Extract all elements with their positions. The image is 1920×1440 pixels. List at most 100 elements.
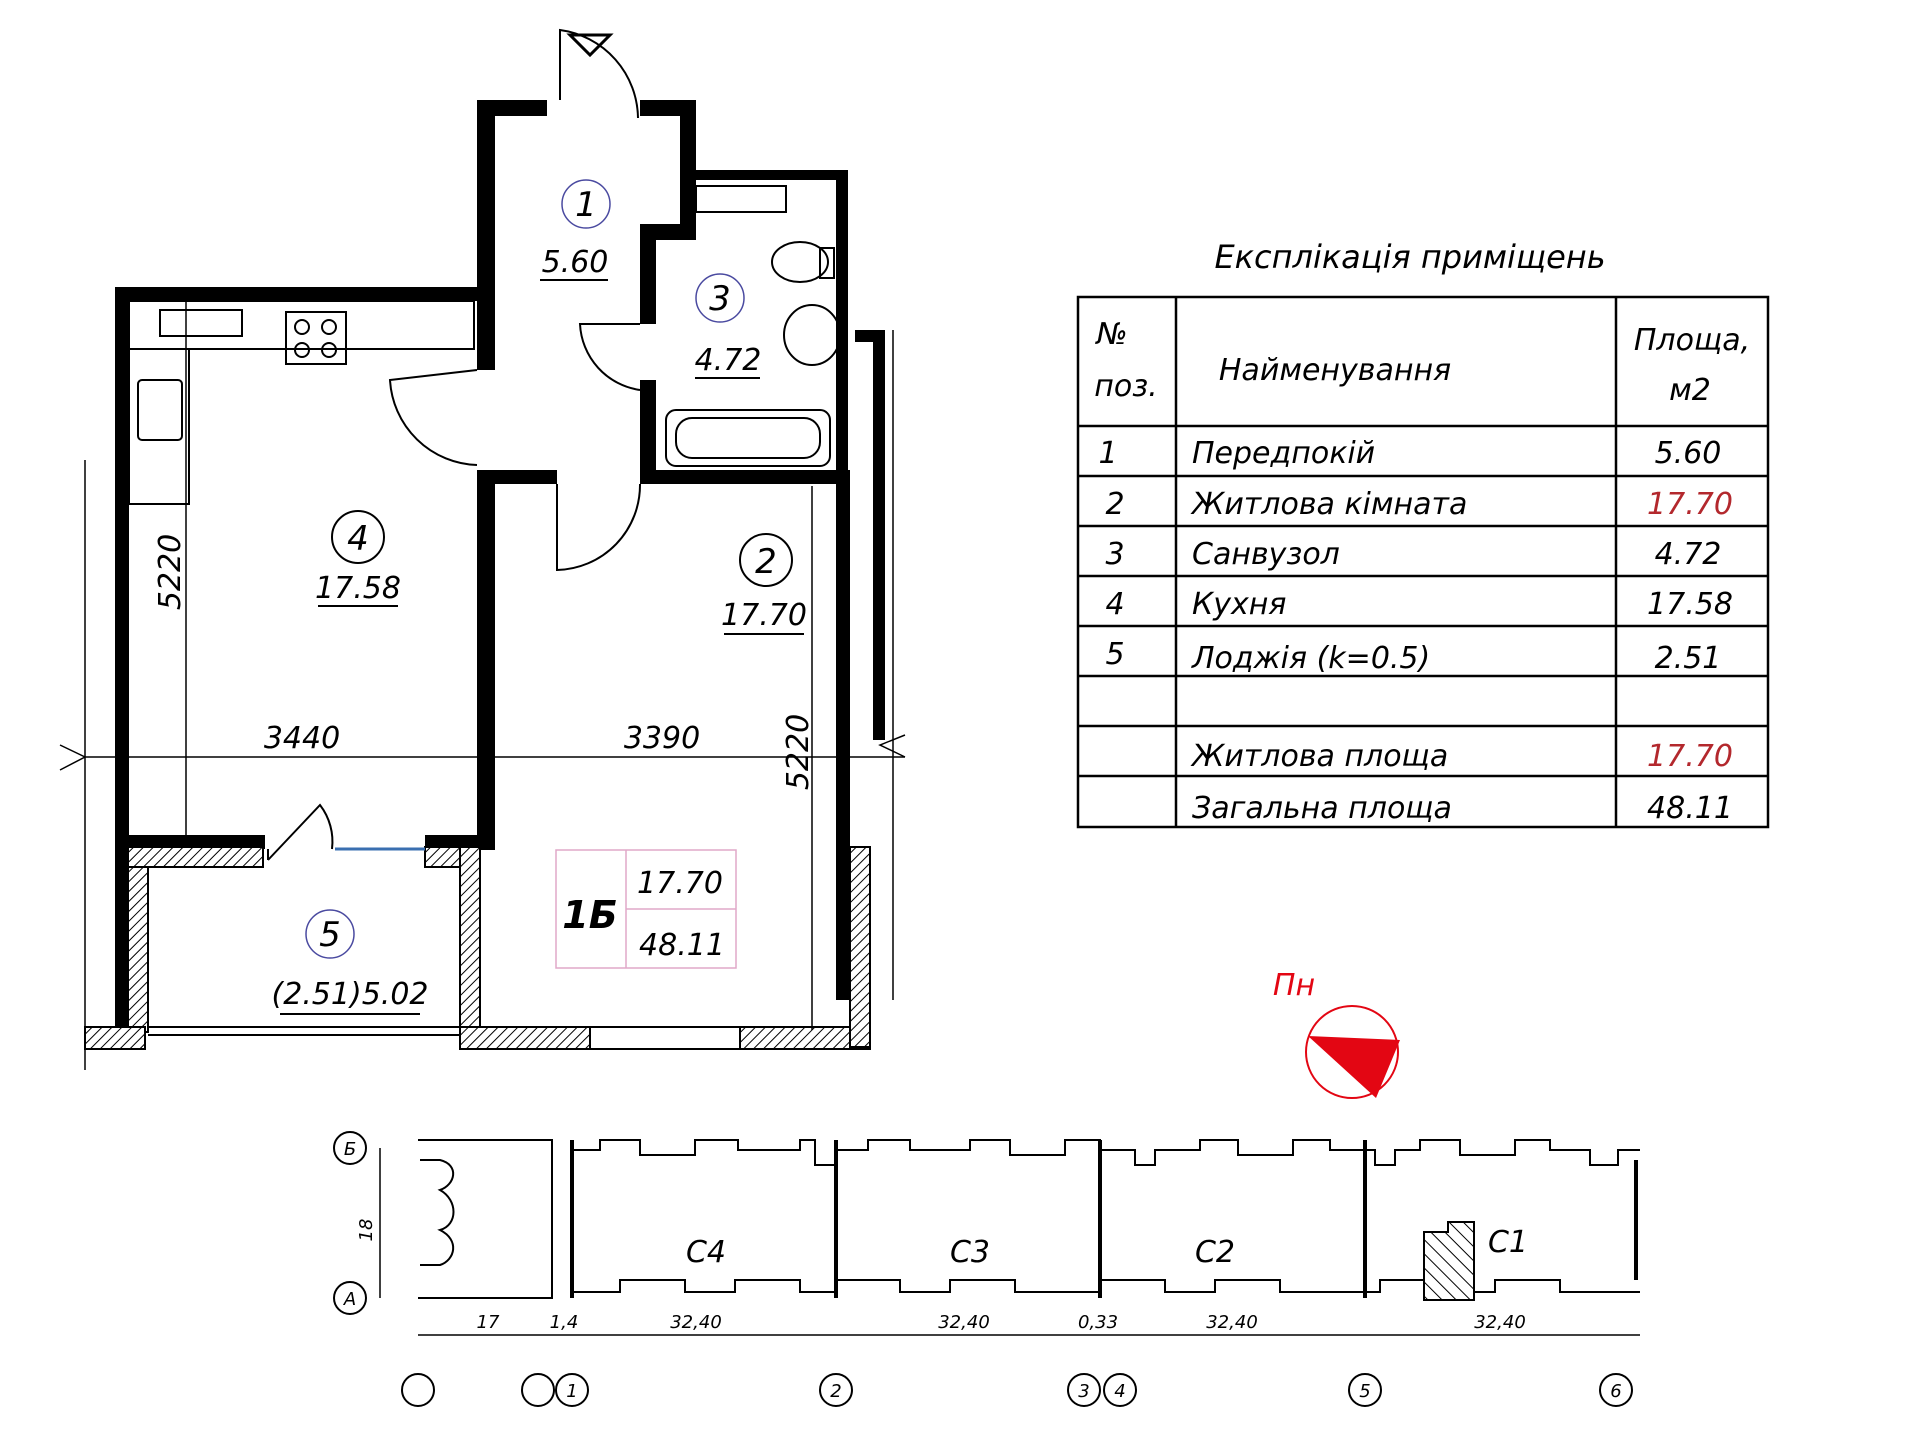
axis-2-label: 2 (830, 1381, 841, 1402)
site-plan: 18 Б А С4 С3 С2 С1 17 1,4 32,40 32,40 0,… (333, 1131, 1640, 1407)
section-c2-label: С2 (1195, 1235, 1235, 1270)
row-2-name: Житлова кімната (1190, 487, 1467, 522)
explication-table: Експлікація приміщень № поз. Найменуванн… (1076, 238, 1770, 829)
compass-circle (1305, 1005, 1399, 1099)
axis-1-marker (555, 1373, 589, 1407)
row-5-num: 5 (1105, 637, 1124, 672)
room-labels: 1 5.60 3 4.72 4 17.58 2 17.70 5 (2.51)5.… (271, 179, 807, 1015)
loggia-wall-bottom-left (84, 1026, 146, 1050)
site-dim-3: 32,40 (938, 1312, 990, 1333)
living-area-value: 17.70 (1647, 739, 1733, 774)
wall-right-outer (873, 330, 885, 740)
compass-label: Пн (1273, 968, 1315, 1003)
toilet-tank (819, 247, 835, 279)
dim-right-height: 5220 (781, 714, 816, 790)
room-4-number: 4 (347, 519, 369, 559)
site-section-highlight (1423, 1221, 1475, 1301)
axis-b-label: Б (344, 1139, 356, 1160)
row-3-name: Санвузол (1192, 537, 1340, 572)
wall-bottom-room2-left (459, 1026, 591, 1050)
unit-type: 1Б (562, 893, 617, 937)
unit-total-area: 48.11 (639, 928, 725, 963)
site-dim-1: 1,4 (550, 1312, 579, 1333)
wall-bottom-kitchen-left (115, 835, 265, 849)
row-2-num: 2 (1105, 487, 1124, 522)
room-3-marker (695, 273, 745, 323)
wall-bath-top (696, 170, 846, 180)
break-mark (878, 734, 906, 758)
row-1-area: 5.60 (1655, 436, 1722, 471)
total-area-label: Загальна площа (1192, 791, 1452, 826)
axis-b-marker (333, 1131, 367, 1165)
axis-2-marker (819, 1373, 853, 1407)
wall-corridor-right (680, 100, 696, 240)
wall-left (115, 287, 129, 1047)
row-4-num: 4 (1105, 587, 1124, 622)
dim-width-right: 3390 (624, 721, 700, 756)
wall-bath-left-bottom (640, 380, 656, 480)
row-1-num: 1 (1098, 436, 1117, 471)
section-c4-label: С4 (686, 1235, 726, 1270)
row-3-num: 3 (1105, 537, 1124, 572)
axis-marker-blank (521, 1373, 555, 1407)
section-c1-label: С1 (1488, 1225, 1528, 1260)
section-c3-label: С3 (950, 1235, 990, 1270)
bathtub-inner (675, 417, 821, 459)
site-dim-0: 17 (477, 1312, 500, 1333)
loggia-wall-top-left (127, 846, 264, 868)
room-1-number: 1 (575, 185, 597, 225)
stove-icon (285, 311, 347, 365)
wall-bath-left-top (640, 224, 656, 324)
dim-width-left: 3440 (264, 721, 340, 756)
wall-bath-bottom (640, 470, 848, 484)
room-4-marker (331, 510, 385, 564)
axis-a-marker (333, 1281, 367, 1315)
row-4-name: Кухня (1192, 587, 1286, 622)
room-5-area: (2.51)5.02 (271, 977, 428, 1012)
room-1-marker (561, 179, 611, 229)
kitchen-counter-top (128, 300, 475, 350)
loggia-wall-right (459, 846, 481, 1048)
site-dim-5: 32,40 (1206, 1312, 1258, 1333)
site-side-dim: 18 (356, 1219, 377, 1242)
site-dim-4: 0,33 (1078, 1312, 1118, 1333)
bathtub-icon (665, 409, 831, 467)
wall-corridor-left (477, 100, 495, 370)
kitchen-sink-icon (137, 379, 183, 441)
kitchen-door-swing (388, 369, 478, 466)
explication-title: Експлікація приміщень (1214, 238, 1605, 276)
room-5-number: 5 (319, 915, 341, 955)
axis-3-marker (1067, 1373, 1101, 1407)
washbasin-icon (783, 304, 841, 366)
room-4-area: 17.58 (315, 571, 401, 606)
room-1-area: 5.60 (542, 245, 609, 280)
axis-4-label: 4 (1114, 1381, 1125, 1402)
kitchen-heater (159, 309, 243, 337)
bath-heater (695, 185, 787, 213)
row-1-name: Передпокій (1192, 436, 1375, 471)
bath-door-swing (578, 323, 641, 391)
site-sections-top-outline (572, 1139, 1640, 1166)
wall-bottom-kitchen-right (425, 835, 495, 849)
loggia-wall-left (127, 846, 149, 1033)
head-area-2: м2 (1669, 373, 1711, 408)
axis-1-label: 1 (566, 1381, 577, 1402)
site-dim-6: 32,40 (1474, 1312, 1526, 1333)
break-mark (59, 744, 87, 771)
apartment-plan (59, 28, 906, 1070)
head-name: Найменування (1219, 353, 1451, 388)
wall-bath-right (836, 170, 848, 480)
site-building-left (418, 1139, 553, 1299)
row-5-area: 2.51 (1655, 641, 1722, 676)
room-2-marker (739, 533, 793, 587)
site-building-left-shape (420, 1159, 455, 1266)
room2-wall-right-hatched (849, 846, 871, 1048)
north-compass: Пн (1273, 968, 1400, 1099)
burner-icon (321, 342, 337, 358)
balcony-door-swing (267, 803, 334, 861)
site-sections-bottom-outline (572, 1279, 1640, 1293)
dim-left-height: 5220 (153, 534, 188, 610)
dimension-labels: 5220 5220 3440 3390 (153, 534, 816, 790)
entry-arrow-icon (566, 33, 614, 58)
